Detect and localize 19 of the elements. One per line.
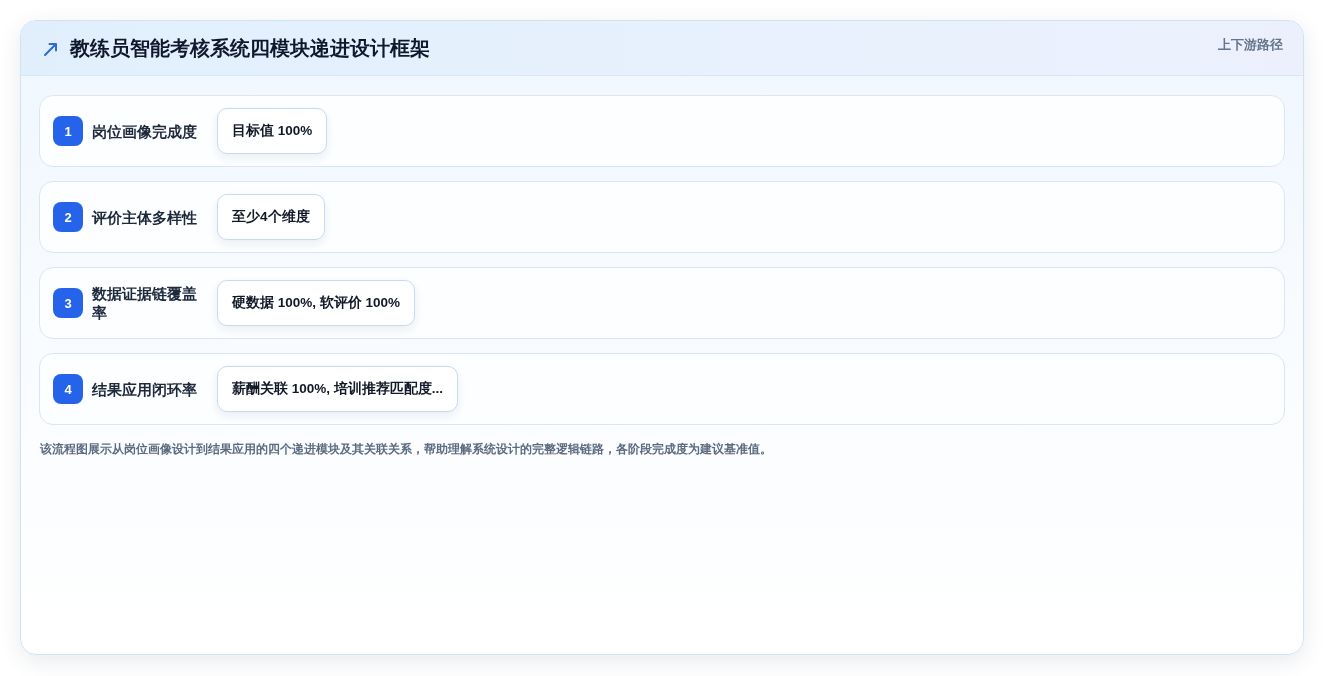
target-value-box: 至少4个维度: [217, 194, 325, 240]
module-card: [39, 181, 1285, 253]
module-name: 评价主体多样性: [92, 207, 198, 227]
module-card: [39, 267, 1285, 339]
target-value-box: 目标值 100%: [217, 108, 328, 154]
diagram-title: 教练员智能考核系统四模块递进设计框架: [70, 36, 430, 61]
target-value-box: 硬数据 100%, 软评价 100%: [217, 280, 416, 326]
module-card: [39, 353, 1285, 425]
module-card: [39, 95, 1285, 167]
number-badge: 4: [53, 374, 83, 404]
target-value-box: 薪酬关联 100%, 培训推荐匹配度...: [217, 366, 459, 412]
module-name: 结果应用闭环率: [92, 379, 198, 399]
header-label: 上下游路径: [1218, 36, 1283, 54]
number-badge: 2: [53, 202, 83, 232]
caption-text: 该流程图展示从岗位画像设计到结果应用的四个递进模块及其关联关系，帮助理解系统设计的完整逻辑链路，各阶段完成度为建议基准值。: [40, 441, 772, 458]
module-name: 岗位画像完成度: [92, 121, 198, 141]
number-badge: 3: [53, 288, 83, 318]
module-name: 数据证据链覆盖率: [92, 284, 198, 322]
number-badge: 1: [53, 116, 83, 146]
